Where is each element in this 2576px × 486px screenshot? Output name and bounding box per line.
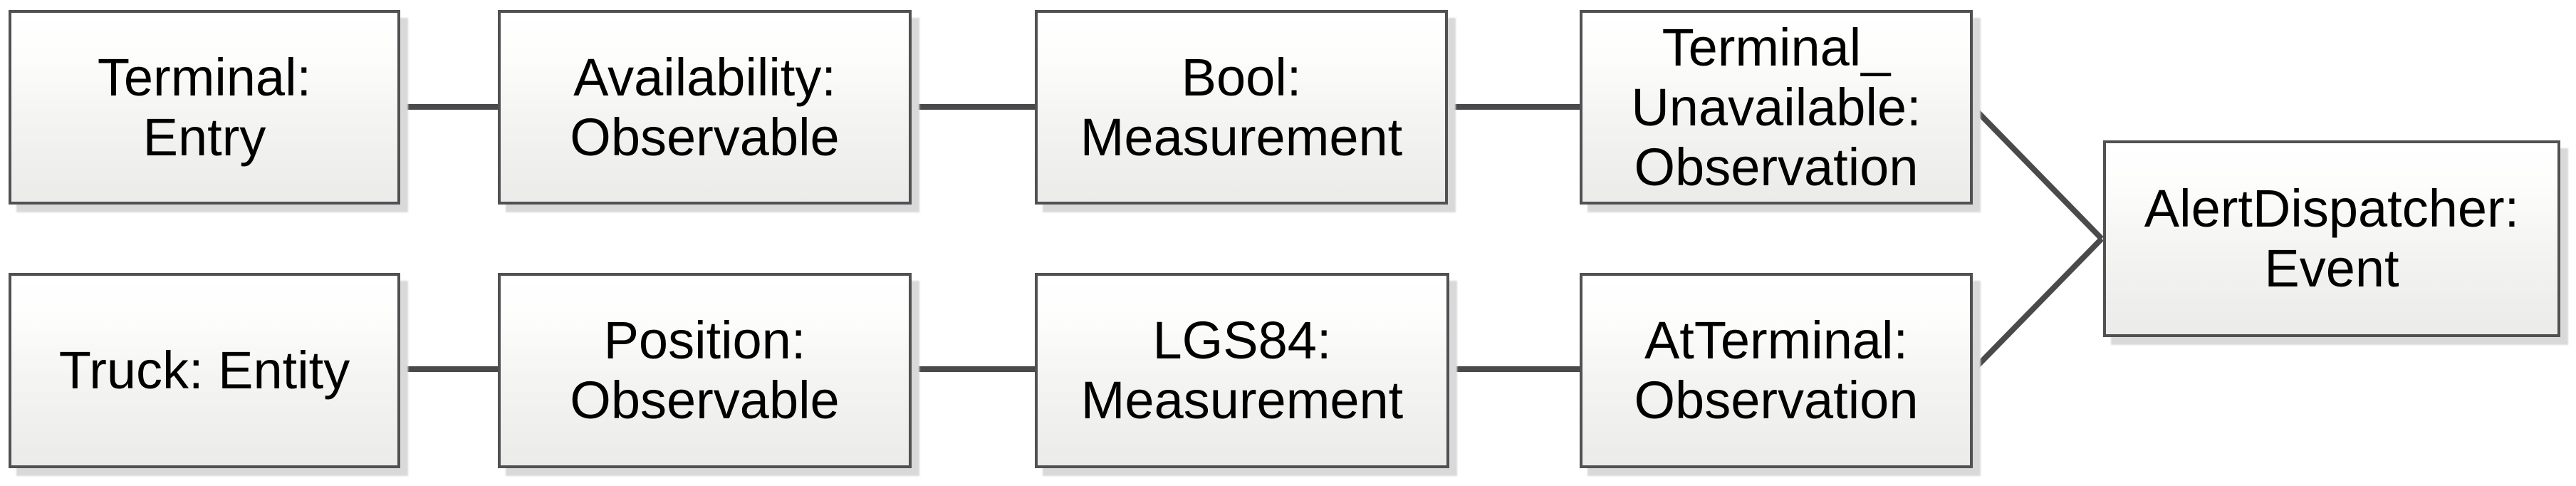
node-label-line: Measurement	[1080, 107, 1403, 167]
node-label-line: Truck: Entity	[58, 341, 350, 400]
node-label-line: Entry	[142, 107, 266, 167]
node-truck-entity: Truck: Entity	[9, 273, 400, 468]
node-label-line: Terminal:	[97, 47, 312, 107]
node-label-line: Bool:	[1181, 47, 1302, 107]
node-bool-measurement: Bool:Measurement	[1035, 10, 1448, 205]
node-position-observable: Position:Observable	[498, 273, 912, 468]
node-label-line: Event	[2264, 239, 2399, 298]
node-label-line: AtTerminal:	[1644, 311, 1909, 370]
node-availability-observable: Availability:Observable	[498, 10, 912, 205]
node-label-line: Unavailable:	[1631, 77, 1921, 137]
node-label-line: Availability:	[573, 47, 836, 107]
node-label-line: Observable	[570, 371, 840, 430]
node-label-line: Observation	[1634, 371, 1919, 430]
node-label-line: Observation	[1634, 137, 1919, 197]
node-atterminal-observation: AtTerminal:Observation	[1580, 273, 1973, 468]
node-label-line: Measurement	[1080, 371, 1404, 430]
node-label-line: Observable	[570, 107, 840, 167]
node-alertdispatcher-event: AlertDispatcher:Event	[2103, 140, 2560, 337]
node-terminal-unavailable-observation: Terminal_Unavailable:Observation	[1580, 10, 1973, 205]
node-lgs84-measurement: LGS84:Measurement	[1035, 273, 1449, 468]
connector-atterminal-to-dispatcher	[1971, 237, 2104, 373]
node-label-line: LGS84:	[1152, 311, 1332, 370]
node-label-line: Terminal_	[1662, 17, 1891, 77]
connector-terminal-unavailable-to-dispatcher	[1971, 105, 2104, 241]
node-terminal-entry: Terminal:Entry	[9, 10, 400, 205]
node-label-line: AlertDispatcher:	[2144, 179, 2520, 238]
node-label-line: Position:	[603, 311, 806, 370]
